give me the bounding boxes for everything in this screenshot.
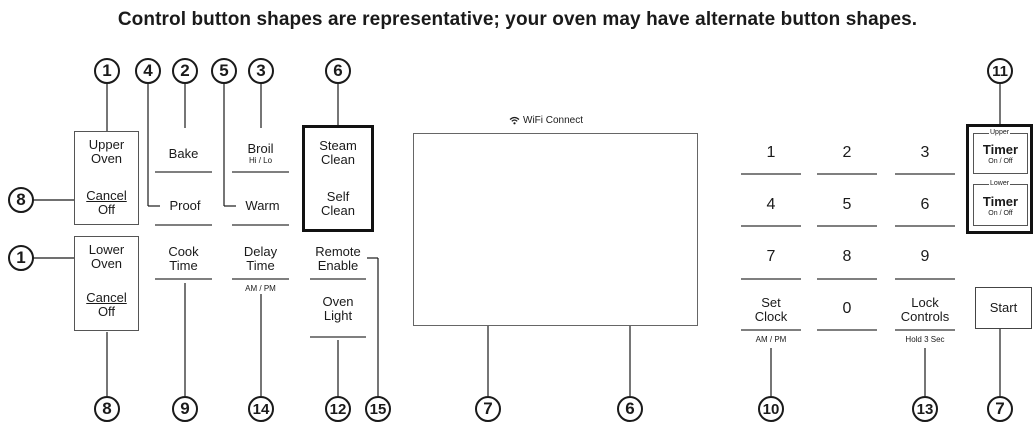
lower-cancel-label: Cancel <box>86 290 127 305</box>
lower-timer-tag: Lower <box>989 180 1011 188</box>
lock-controls-line2: Controls <box>900 309 950 324</box>
lower-oven-line1: Lower <box>88 242 125 257</box>
upper-timer-button[interactable]: Upper Timer On / Off <box>973 129 1028 174</box>
timers-frame <box>966 124 1033 234</box>
upper-timer-sub-label: On / Off <box>988 158 1013 165</box>
display-screen <box>413 133 698 326</box>
start-button[interactable]: Start <box>989 300 1018 315</box>
delay-time-line2: Time <box>246 258 275 273</box>
set-clock-button[interactable]: Set Clock <box>741 296 801 324</box>
cook-time-button[interactable]: Cook Time <box>155 245 212 273</box>
callout-13: 13 <box>912 396 938 422</box>
callout-7-display: 7 <box>475 396 501 422</box>
wifi-icon <box>509 116 520 125</box>
cook-time-line1: Cook <box>168 244 199 259</box>
bake-button[interactable]: Bake <box>168 146 199 161</box>
broil-button[interactable]: Broil <box>247 141 274 156</box>
keypad-3-button[interactable]: 3 <box>920 144 930 161</box>
delay-time-line1: Delay <box>243 244 278 259</box>
lock-controls-line1: Lock <box>911 295 939 310</box>
callout-1-upper: 1 <box>94 58 120 84</box>
upper-timer-label: Timer <box>982 142 1019 157</box>
set-clock-line1: Set <box>761 295 781 310</box>
keypad-4-button[interactable]: 4 <box>766 196 776 213</box>
upper-cancel-off-button[interactable]: Cancel Off <box>74 189 139 217</box>
steam-clean-line2: Clean <box>321 152 355 167</box>
cook-time-line2: Time <box>169 258 198 273</box>
callout-14: 14 <box>248 396 274 422</box>
keypad-9-button[interactable]: 9 <box>920 248 930 265</box>
callout-6-display: 6 <box>617 396 643 422</box>
upper-off-label: Off <box>97 202 116 217</box>
self-clean-line1: Self <box>326 189 350 204</box>
keypad-6-button[interactable]: 6 <box>920 196 930 213</box>
lower-oven-line2: Oven <box>90 256 123 271</box>
proof-button[interactable]: Proof <box>169 198 201 213</box>
lower-off-label: Off <box>97 304 116 319</box>
remote-enable-button[interactable]: Remote Enable <box>307 245 369 273</box>
callout-5: 5 <box>211 58 237 84</box>
callout-8-lower: 8 <box>94 396 120 422</box>
lower-timer-button[interactable]: Lower Timer On / Off <box>973 180 1028 226</box>
keypad-8-button[interactable]: 8 <box>842 248 852 265</box>
callout-15: 15 <box>365 396 391 422</box>
keypad-1-button[interactable]: 1 <box>766 144 776 161</box>
upper-cancel-label: Cancel <box>86 188 127 203</box>
upper-oven-panel <box>74 131 139 225</box>
oven-light-line1: Oven <box>322 294 354 309</box>
clean-buttons-frame <box>302 125 374 232</box>
oven-light-button[interactable]: Oven Light <box>307 295 369 323</box>
delay-time-sub-label: AM / PM <box>245 284 276 293</box>
callout-11: 11 <box>987 58 1013 84</box>
set-clock-sub-label: AM / PM <box>755 335 787 344</box>
lower-timer-sub-label: On / Off <box>988 210 1013 217</box>
broil-sub-label: Hi / Lo <box>248 156 273 165</box>
diagram-title: Control button shapes are representative… <box>117 9 918 30</box>
callout-12: 12 <box>325 396 351 422</box>
upper-timer-tag: Upper <box>989 129 1011 137</box>
lock-controls-sub-label: Hold 3 Sec <box>905 335 945 344</box>
self-clean-line2: Clean <box>321 203 355 218</box>
callout-8-upper: 8 <box>8 187 34 213</box>
delay-time-button[interactable]: Delay Time <box>232 245 289 273</box>
upper-oven-button[interactable]: Upper Oven <box>74 138 139 166</box>
remote-enable-line2: Enable <box>317 258 359 273</box>
steam-clean-line1: Steam <box>319 138 357 153</box>
lower-oven-button[interactable]: Lower Oven <box>74 243 139 271</box>
start-button-frame <box>975 287 1032 329</box>
set-clock-line2: Clock <box>754 309 788 324</box>
lock-controls-button[interactable]: Lock Controls <box>893 296 957 324</box>
keypad-5-button[interactable]: 5 <box>842 196 852 213</box>
oven-light-line2: Light <box>323 308 353 323</box>
lower-oven-panel <box>74 236 139 331</box>
warm-button[interactable]: Warm <box>245 198 280 213</box>
lower-cancel-off-button[interactable]: Cancel Off <box>74 291 139 319</box>
callout-1-lower: 1 <box>8 245 34 271</box>
callout-10: 10 <box>758 396 784 422</box>
upper-oven-line2: Oven <box>90 151 123 166</box>
callout-6-top: 6 <box>325 58 351 84</box>
lower-timer-label: Timer <box>982 194 1019 209</box>
callout-2: 2 <box>172 58 198 84</box>
keypad-0-button[interactable]: 0 <box>842 300 852 317</box>
wifi-connect-label: WiFi Connect <box>523 115 584 126</box>
upper-oven-line1: Upper <box>88 137 125 152</box>
callout-9: 9 <box>172 396 198 422</box>
keypad-7-button[interactable]: 7 <box>766 248 776 265</box>
remote-enable-line1: Remote <box>315 244 361 259</box>
steam-clean-button[interactable]: Steam Clean <box>302 139 374 167</box>
wifi-connect-indicator: WiFi Connect <box>509 115 583 126</box>
keypad-2-button[interactable]: 2 <box>842 144 852 161</box>
callout-4: 4 <box>135 58 161 84</box>
self-clean-button[interactable]: Self Clean <box>302 190 374 218</box>
callout-7-start: 7 <box>987 396 1013 422</box>
callout-3: 3 <box>248 58 274 84</box>
